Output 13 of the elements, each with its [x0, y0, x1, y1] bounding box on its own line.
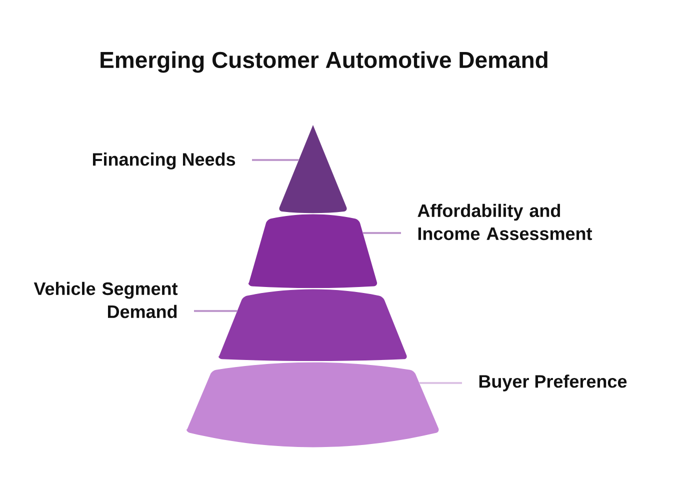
layer-label: Affordability and Income Assessment	[418, 204, 592, 240]
leader-line	[252, 159, 299, 161]
layer-label: Buyer Preference	[479, 374, 627, 392]
layer-label: Financing Needs	[92, 152, 236, 170]
pyramid-layer	[248, 214, 378, 288]
pyramid-layer	[218, 289, 407, 362]
pyramid-layer	[279, 125, 347, 214]
layer-label: Vehicle Segment Demand	[34, 282, 178, 318]
leader-line	[362, 232, 401, 234]
leader-line	[419, 382, 462, 384]
title: Emerging Customer Automotive Demand	[100, 51, 548, 73]
leader-line	[194, 310, 238, 312]
pyramid-layer	[186, 362, 439, 448]
